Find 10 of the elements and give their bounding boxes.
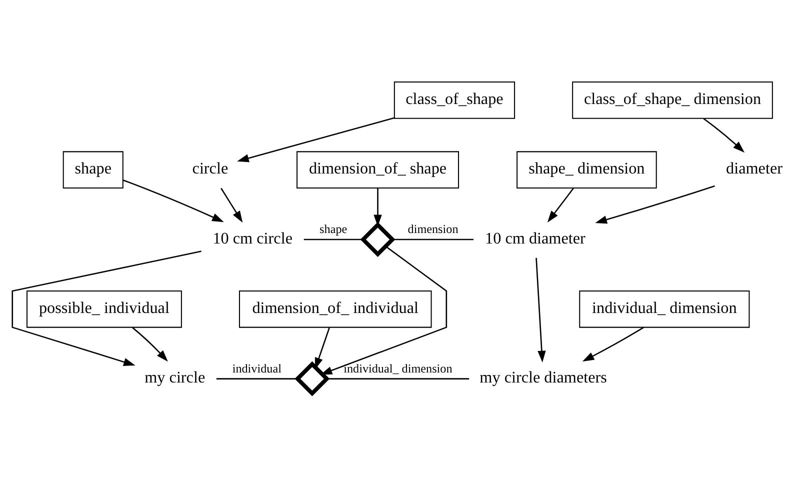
node-text: 10 cm circle (212, 230, 292, 247)
node-text: 10 cm diameter (485, 230, 586, 247)
edge-label: dimension (408, 222, 458, 236)
node-text: my circle diameters (480, 369, 607, 386)
edge-label: shape (320, 222, 348, 236)
node-text: circle (192, 160, 228, 178)
node-text: my circle (144, 369, 206, 386)
node-text: diameter (726, 160, 782, 178)
edge-label: individual (232, 360, 282, 375)
edge-label: individual_ dimension (344, 360, 452, 375)
